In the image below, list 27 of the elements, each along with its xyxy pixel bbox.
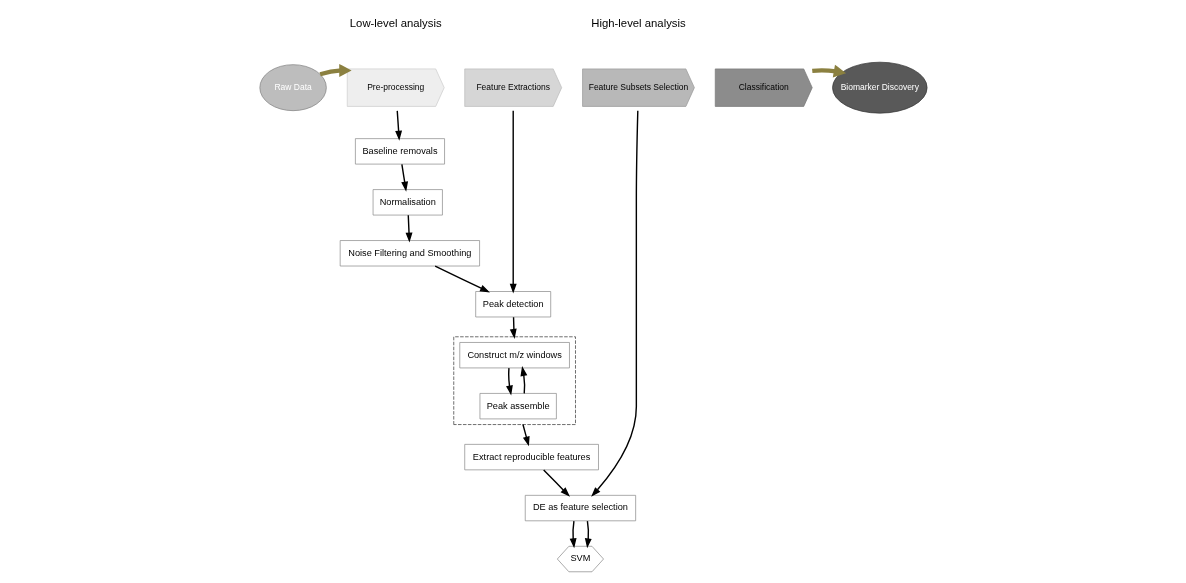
- label: Low-level analysis: [349, 16, 442, 29]
- arrow: [505, 367, 513, 396]
- node-ellipse: Raw Data: [258, 64, 327, 112]
- cluster: [452, 336, 576, 425]
- node-box: Construct m/z windows: [458, 342, 570, 369]
- arrow: [405, 214, 412, 243]
- node-box: Peak detection: [474, 291, 551, 318]
- node-box: Normalisation: [372, 189, 443, 216]
- node-box: Noise Filtering and Smoothing: [339, 240, 480, 267]
- arrow: [509, 316, 517, 339]
- arrow: [509, 110, 517, 294]
- arrow: [394, 110, 402, 141]
- arrow: [319, 64, 352, 77]
- arrow: [542, 469, 570, 497]
- arrow: [400, 163, 408, 192]
- arrow: [584, 520, 592, 549]
- node-box: Baseline removals: [354, 138, 445, 165]
- arrow: [811, 64, 846, 78]
- arrow: [569, 520, 577, 549]
- label: High-level analysis: [590, 16, 686, 29]
- node-box: Extract reproducible features: [463, 444, 599, 471]
- arrow: [433, 265, 490, 293]
- arrow: [521, 423, 530, 447]
- node-box: DE as feature selection: [524, 494, 636, 522]
- arrow: [519, 366, 527, 395]
- arrow: [590, 110, 638, 497]
- node-box: Peak assemble: [479, 393, 557, 420]
